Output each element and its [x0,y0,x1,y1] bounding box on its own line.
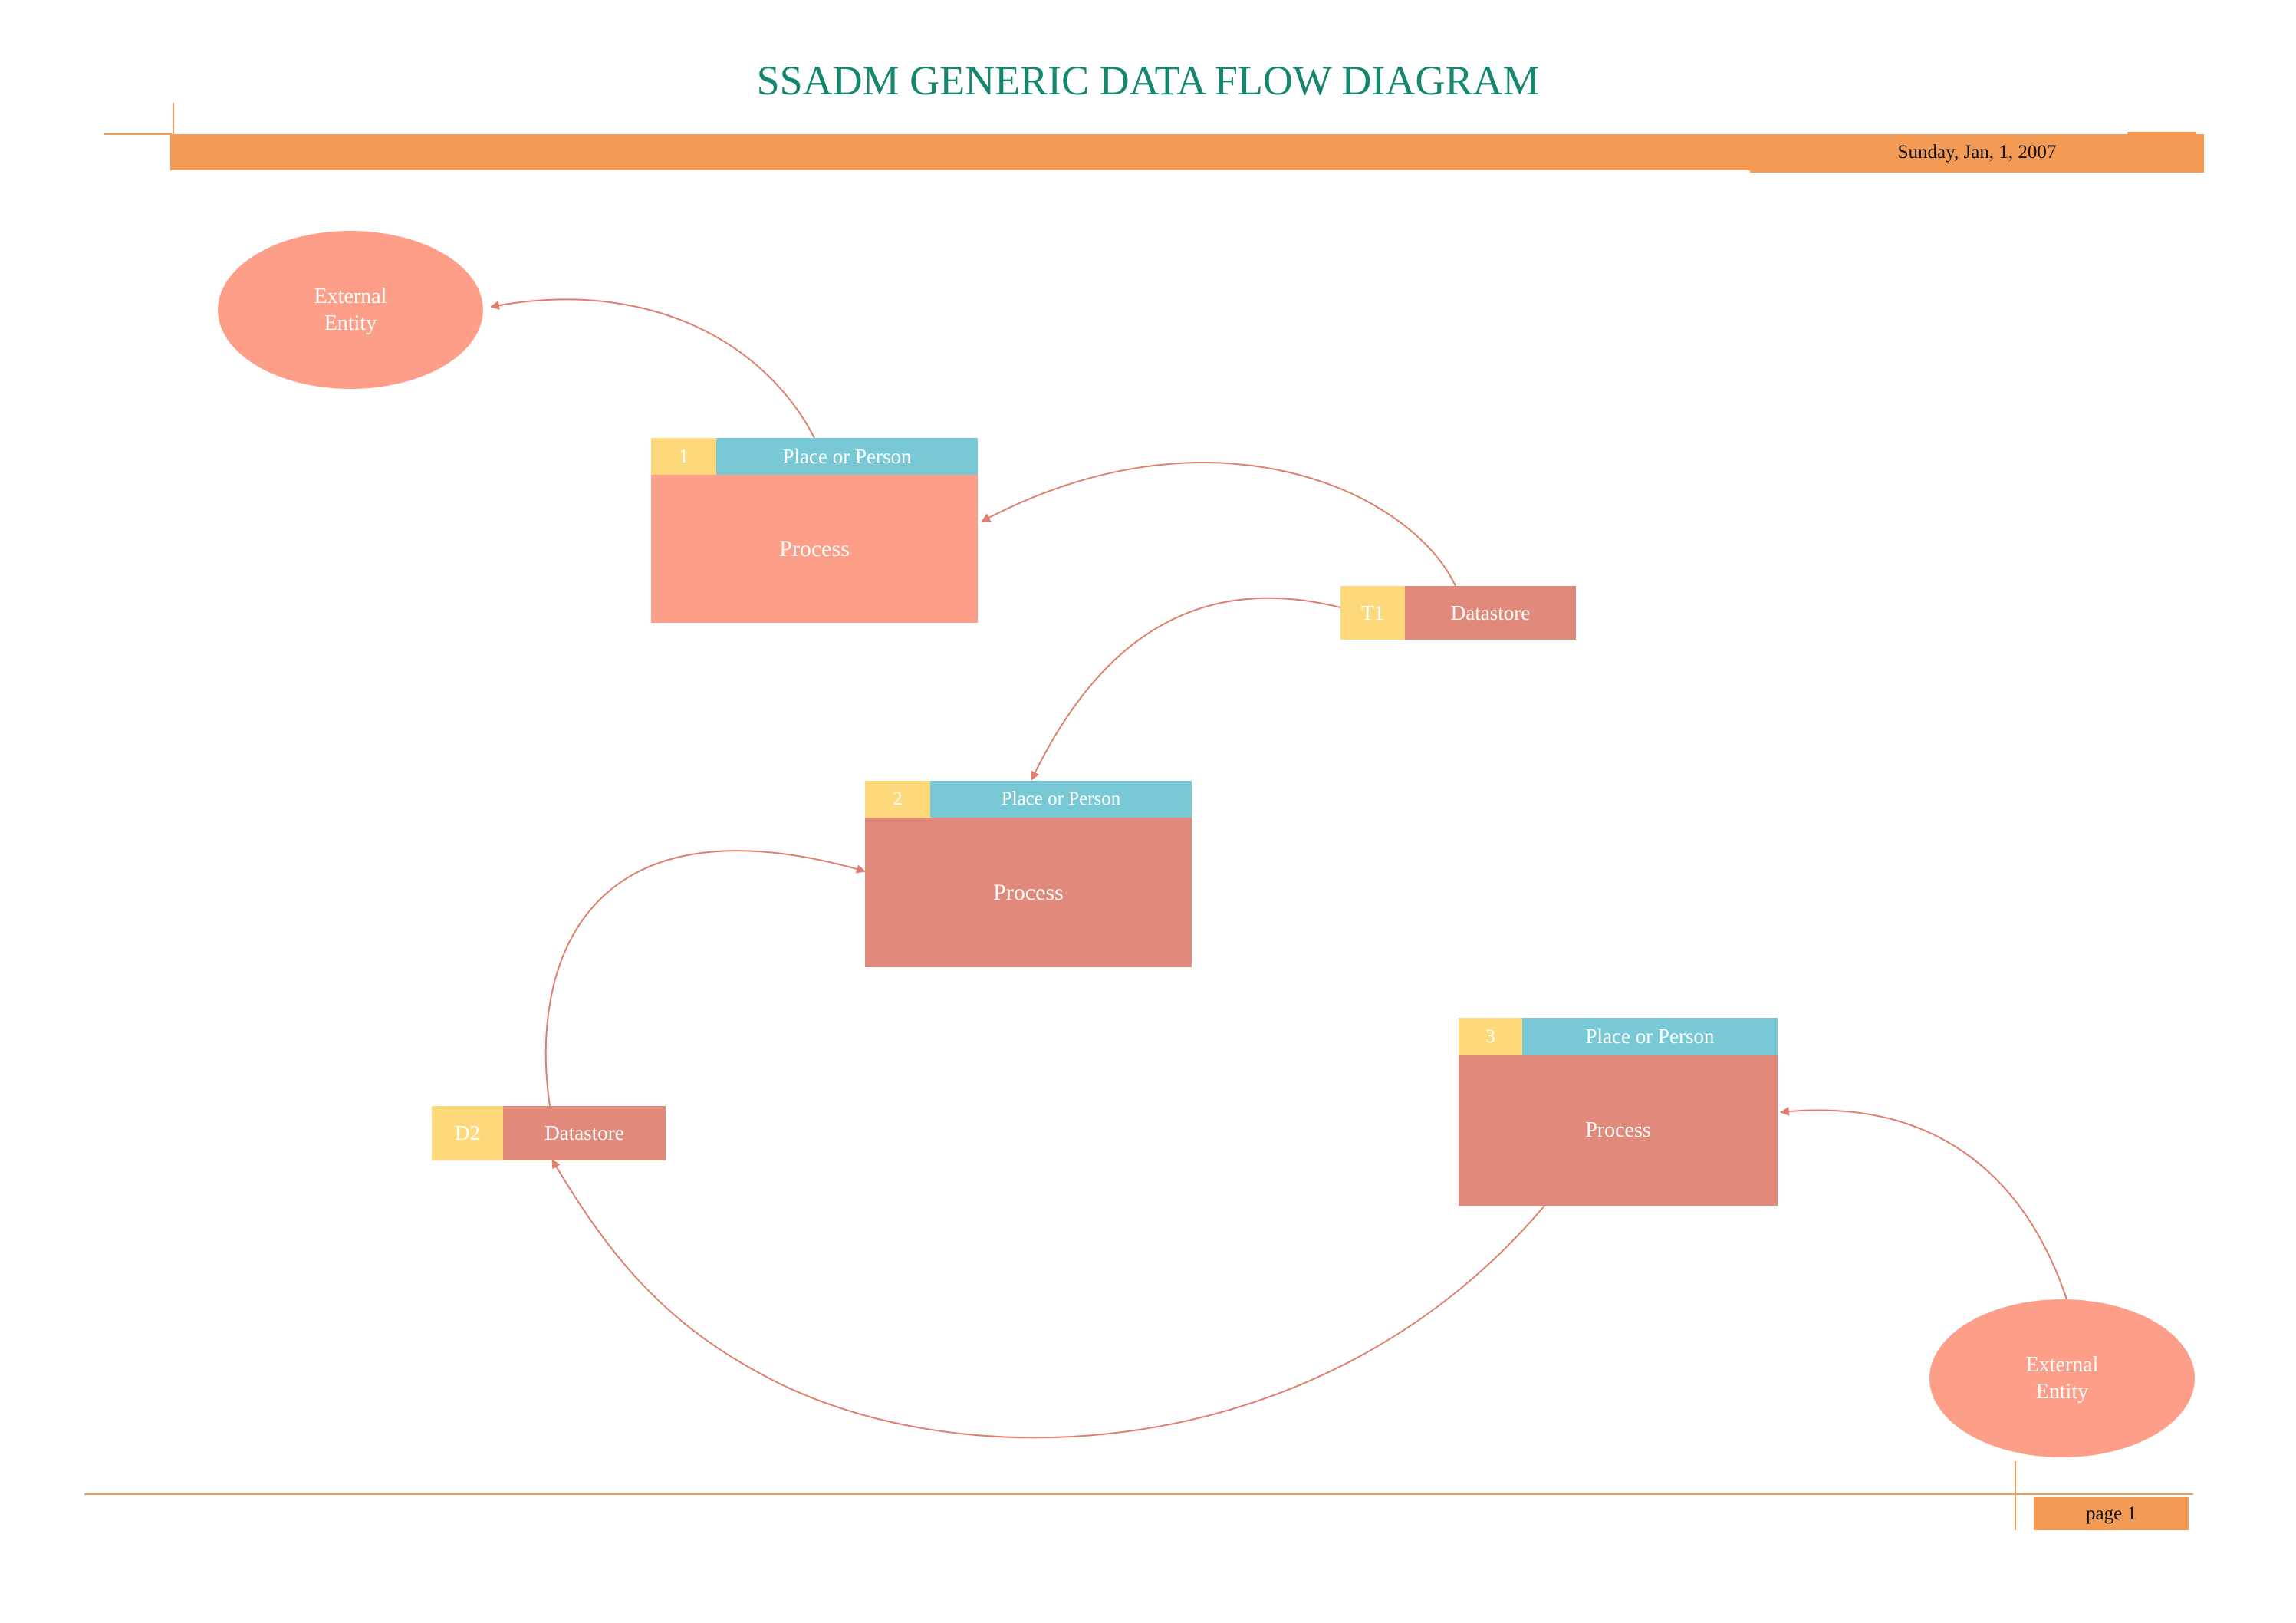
header-date: Sunday, Jan, 1, 2007 [1897,142,2057,163]
datastore-t1-id: T1 [1340,586,1405,640]
flow-entity2-to-process3 [1780,1106,2067,1300]
page-title: SSADM GENERIC DATA FLOW DIAGRAM [756,58,1540,104]
header-accent-line [2127,132,2196,134]
flow-datastore-t1-to-process1 [981,462,1456,587]
process-3-header: Place or Person [1522,1018,1778,1055]
page-number: page 1 [2086,1503,2136,1524]
process-1-header: Place or Person [716,438,978,475]
process-3[interactable]: 3 Place or Person Process [1459,1018,1778,1206]
process-2-body: Process [865,818,1192,967]
footer-line [84,1493,2193,1495]
flow-datastore-d2-to-process2 [544,850,866,1107]
external-entity-2[interactable]: External Entity [1929,1299,2195,1457]
footer-page-box [2034,1497,2189,1530]
datastore-d2-id: D2 [432,1106,503,1160]
header-corner-vertical-line [173,103,174,135]
datastore-t1[interactable]: T1 Datastore [1340,586,1576,640]
external-entity-1-line1: External [314,285,387,308]
external-entity-2-line1: External [2025,1353,2099,1377]
external-entity-1-line2: Entity [324,311,377,335]
footer-corner-vertical-line [2015,1461,2016,1530]
process-1[interactable]: 1 Place or Person Process [651,438,978,623]
process-2[interactable]: 2 Place or Person Process [865,781,1192,967]
flow-process1-to-entity1 [490,298,815,439]
flow-process3-to-datastore-d2 [551,1159,1545,1439]
header-date-box [1750,134,2204,173]
datastore-d2-label: Datastore [503,1106,666,1160]
process-1-number: 1 [651,438,716,475]
process-2-header: Place or Person [930,781,1192,818]
external-entity-1[interactable]: External Entity [218,231,483,389]
header-corner-horizontal-line [104,133,172,135]
process-3-number: 3 [1459,1018,1522,1055]
datastore-d2[interactable]: D2 Datastore [432,1106,666,1160]
flow-datastore-t1-to-process2 [1031,597,1341,781]
process-2-number: 2 [865,781,930,818]
process-1-body: Process [651,475,978,623]
process-3-body: Process [1459,1055,1778,1206]
external-entity-2-line2: Entity [2035,1380,2089,1404]
datastore-t1-label: Datastore [1405,586,1576,640]
